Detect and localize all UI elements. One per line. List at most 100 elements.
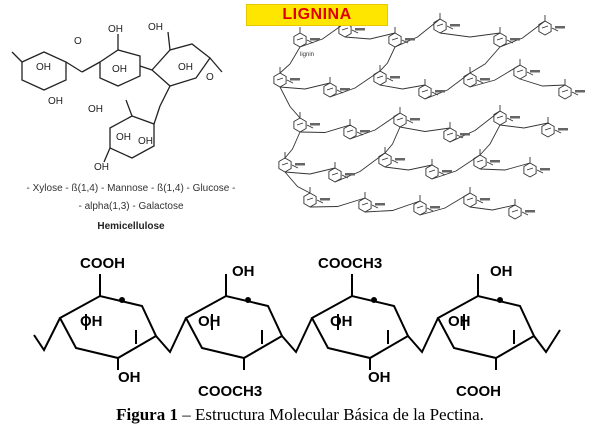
lignin-bond bbox=[384, 126, 401, 154]
lignin-ring bbox=[508, 204, 522, 220]
lignin-structure bbox=[273, 13, 585, 220]
hemicellulose-sequence-line1: - Xylose - ß(1,4) - Mannose - ß(1,4) - G… bbox=[26, 183, 236, 194]
lignin-bond bbox=[349, 112, 401, 140]
lignin-bond bbox=[284, 171, 311, 194]
figure-caption: Figura 1 – Estructura Molecular Básica d… bbox=[0, 405, 600, 425]
lignin-bond bbox=[399, 126, 451, 132]
hemi-oh-5: OH bbox=[148, 22, 163, 33]
lignin-bond bbox=[519, 78, 566, 87]
pectin-cooh-2: COOH bbox=[456, 383, 501, 400]
hemicellulose-title: Hemicellulose bbox=[97, 221, 165, 232]
hemi-oh-10: OH bbox=[94, 162, 109, 173]
caption-separator: – bbox=[177, 405, 195, 424]
pectin-oh-mid-4: OH bbox=[448, 313, 471, 330]
lignin-bond bbox=[469, 204, 516, 211]
lignin-bond bbox=[364, 200, 421, 213]
lignin-ring bbox=[493, 110, 507, 126]
lignin-ring bbox=[323, 82, 337, 98]
lignin-bond bbox=[499, 122, 549, 129]
hemi-o-1: O bbox=[74, 36, 82, 47]
lignin-bond bbox=[449, 110, 501, 143]
lignin-bond bbox=[279, 46, 301, 74]
pectin-group-labels: COOH COOCH3 OH OH OH OH OH OH OH OH COOC… bbox=[80, 255, 513, 400]
lignin-bond bbox=[439, 32, 501, 38]
pectin-ring bbox=[310, 294, 410, 360]
lignin-ring bbox=[393, 112, 407, 128]
pectin-oh-top-4: OH bbox=[490, 263, 513, 280]
lignin-bond bbox=[431, 154, 481, 180]
caption-text: Estructura Molecular Básica de la Pectin… bbox=[194, 405, 484, 424]
lignin-ring bbox=[378, 152, 392, 168]
lignin-bond bbox=[284, 167, 336, 175]
lignin-bond bbox=[279, 86, 301, 119]
lignin-bond bbox=[419, 192, 471, 216]
lignin-ring bbox=[538, 20, 552, 36]
lignin-ring bbox=[523, 162, 537, 178]
lignin-bond bbox=[309, 197, 366, 208]
pectin-cooh-1: COOH bbox=[80, 255, 125, 272]
xylose-ring bbox=[21, 51, 67, 91]
glycosidic-bond bbox=[281, 317, 313, 354]
pectin-structure bbox=[33, 274, 561, 370]
lignin-ring bbox=[373, 70, 387, 86]
lignin-bond bbox=[279, 82, 331, 90]
pectin-oh-mid-2: OH bbox=[198, 313, 221, 330]
lignin-ring bbox=[278, 157, 292, 173]
lignin-bond bbox=[499, 20, 546, 48]
lignin-ring bbox=[433, 18, 447, 34]
pectin-oh-mid-3: OH bbox=[330, 313, 353, 330]
lignin-bond bbox=[379, 84, 426, 90]
lignin-bond bbox=[469, 64, 521, 88]
lignin-ring bbox=[463, 72, 477, 88]
lignina-title: LIGNINA bbox=[246, 4, 388, 26]
lignin-ring bbox=[343, 124, 357, 140]
lignin-bond bbox=[379, 46, 396, 72]
lignin-bond bbox=[329, 70, 381, 98]
hemi-oh-2: OH bbox=[48, 96, 63, 107]
hemicellulose-sequence-line2: - alpha(1,3) - Galactose bbox=[78, 201, 184, 212]
lignin-inner-label: lignin bbox=[300, 52, 314, 58]
lignin-ring bbox=[425, 164, 439, 180]
caption-figure-label: Figura 1 bbox=[116, 405, 178, 424]
lignin-ring bbox=[293, 117, 307, 133]
glycosidic-bond bbox=[407, 317, 439, 354]
hemi-oh-3: OH bbox=[108, 24, 123, 35]
lignin-bond bbox=[284, 131, 301, 159]
hemi-o-2: O bbox=[206, 72, 214, 83]
pectin-oh-mid-1: OH bbox=[80, 313, 103, 330]
lignin-ring bbox=[273, 72, 287, 88]
lignin-ring bbox=[358, 197, 372, 213]
lignin-bond bbox=[344, 32, 396, 40]
lignin-bond bbox=[299, 124, 351, 133]
lignin-ring bbox=[293, 32, 307, 48]
lignin-bond bbox=[424, 72, 471, 100]
glycosidic-bond bbox=[155, 317, 187, 354]
lignin-bond bbox=[479, 124, 501, 156]
hemicellulose-atom-labels: OH OH O OH OH OH OH O OH OH OH OH bbox=[36, 22, 214, 173]
hemicellulose-structure bbox=[11, 31, 223, 163]
lignin-bond bbox=[384, 164, 433, 171]
pectin-oh-bot-3: OH bbox=[368, 369, 391, 386]
lignin-ring bbox=[558, 84, 572, 100]
hemi-oh-7: OH bbox=[88, 104, 103, 115]
pectin-cooch3-2: COOCH3 bbox=[198, 383, 262, 400]
pectin-oh-bot-1: OH bbox=[118, 369, 141, 386]
lignin-bond bbox=[469, 46, 501, 74]
pectin-ring bbox=[58, 294, 158, 360]
lignin-ring bbox=[303, 192, 317, 208]
lignin-ring bbox=[541, 122, 555, 138]
hemi-oh-9: OH bbox=[138, 136, 153, 147]
lignin-bond bbox=[334, 152, 386, 183]
hemi-oh-8: OH bbox=[116, 132, 131, 143]
lignin-ring bbox=[413, 200, 427, 216]
pectin-cooch3-1: COOCH3 bbox=[318, 255, 382, 272]
lignin-bond bbox=[299, 22, 346, 48]
lignin-bond bbox=[479, 162, 531, 171]
lignin-bond bbox=[394, 18, 441, 48]
lignin-ring bbox=[473, 154, 487, 170]
hemi-oh-1: OH bbox=[36, 62, 51, 73]
hemi-oh-6: OH bbox=[178, 62, 193, 73]
structure-diagram: OH OH O OH OH OH OH O OH OH OH OH lignin… bbox=[11, 13, 585, 400]
pectin-oh-top-2: OH bbox=[232, 263, 255, 280]
hemi-oh-4: OH bbox=[112, 64, 127, 75]
